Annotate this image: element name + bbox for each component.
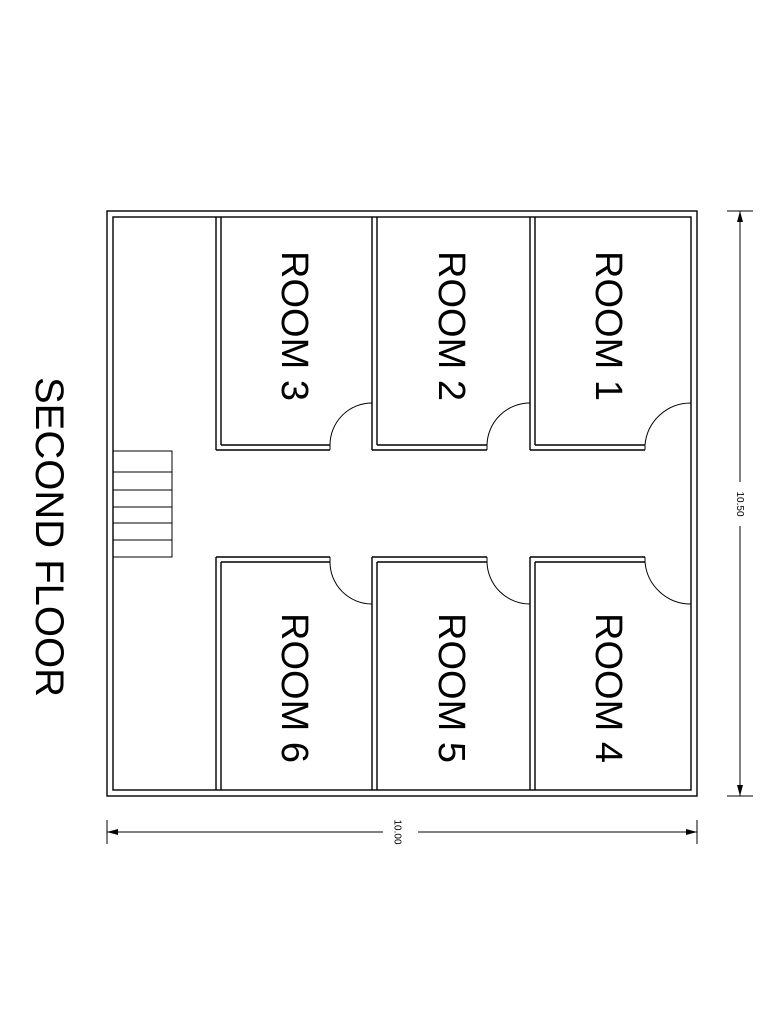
door-room-4 bbox=[644, 557, 692, 605]
floor-title: SECOND FLOOR bbox=[27, 377, 71, 697]
room-3-walls bbox=[215, 217, 331, 451]
width-dimension bbox=[106, 820, 698, 844]
room-5-walls bbox=[371, 556, 488, 790]
height-dimension-label: 10.50 bbox=[734, 491, 745, 516]
staircase bbox=[112, 450, 173, 558]
room-label-4: ROOM 4 bbox=[587, 613, 629, 763]
door-room-2 bbox=[486, 402, 531, 450]
width-dimension-label: 10.00 bbox=[391, 819, 402, 844]
door-room-5 bbox=[486, 557, 531, 605]
height-dimension bbox=[727, 210, 753, 797]
door-room-1 bbox=[644, 402, 692, 450]
room-label-3: ROOM 3 bbox=[273, 251, 315, 401]
room-label-2: ROOM 2 bbox=[430, 251, 472, 401]
outer-wall bbox=[106, 210, 698, 797]
door-room-3 bbox=[329, 402, 373, 450]
room-label-5: ROOM 5 bbox=[430, 613, 472, 763]
room-label-6: ROOM 6 bbox=[273, 613, 315, 763]
room-label-1: ROOM 1 bbox=[587, 251, 629, 401]
door-room-6 bbox=[329, 557, 373, 605]
room-6-walls bbox=[215, 556, 331, 790]
